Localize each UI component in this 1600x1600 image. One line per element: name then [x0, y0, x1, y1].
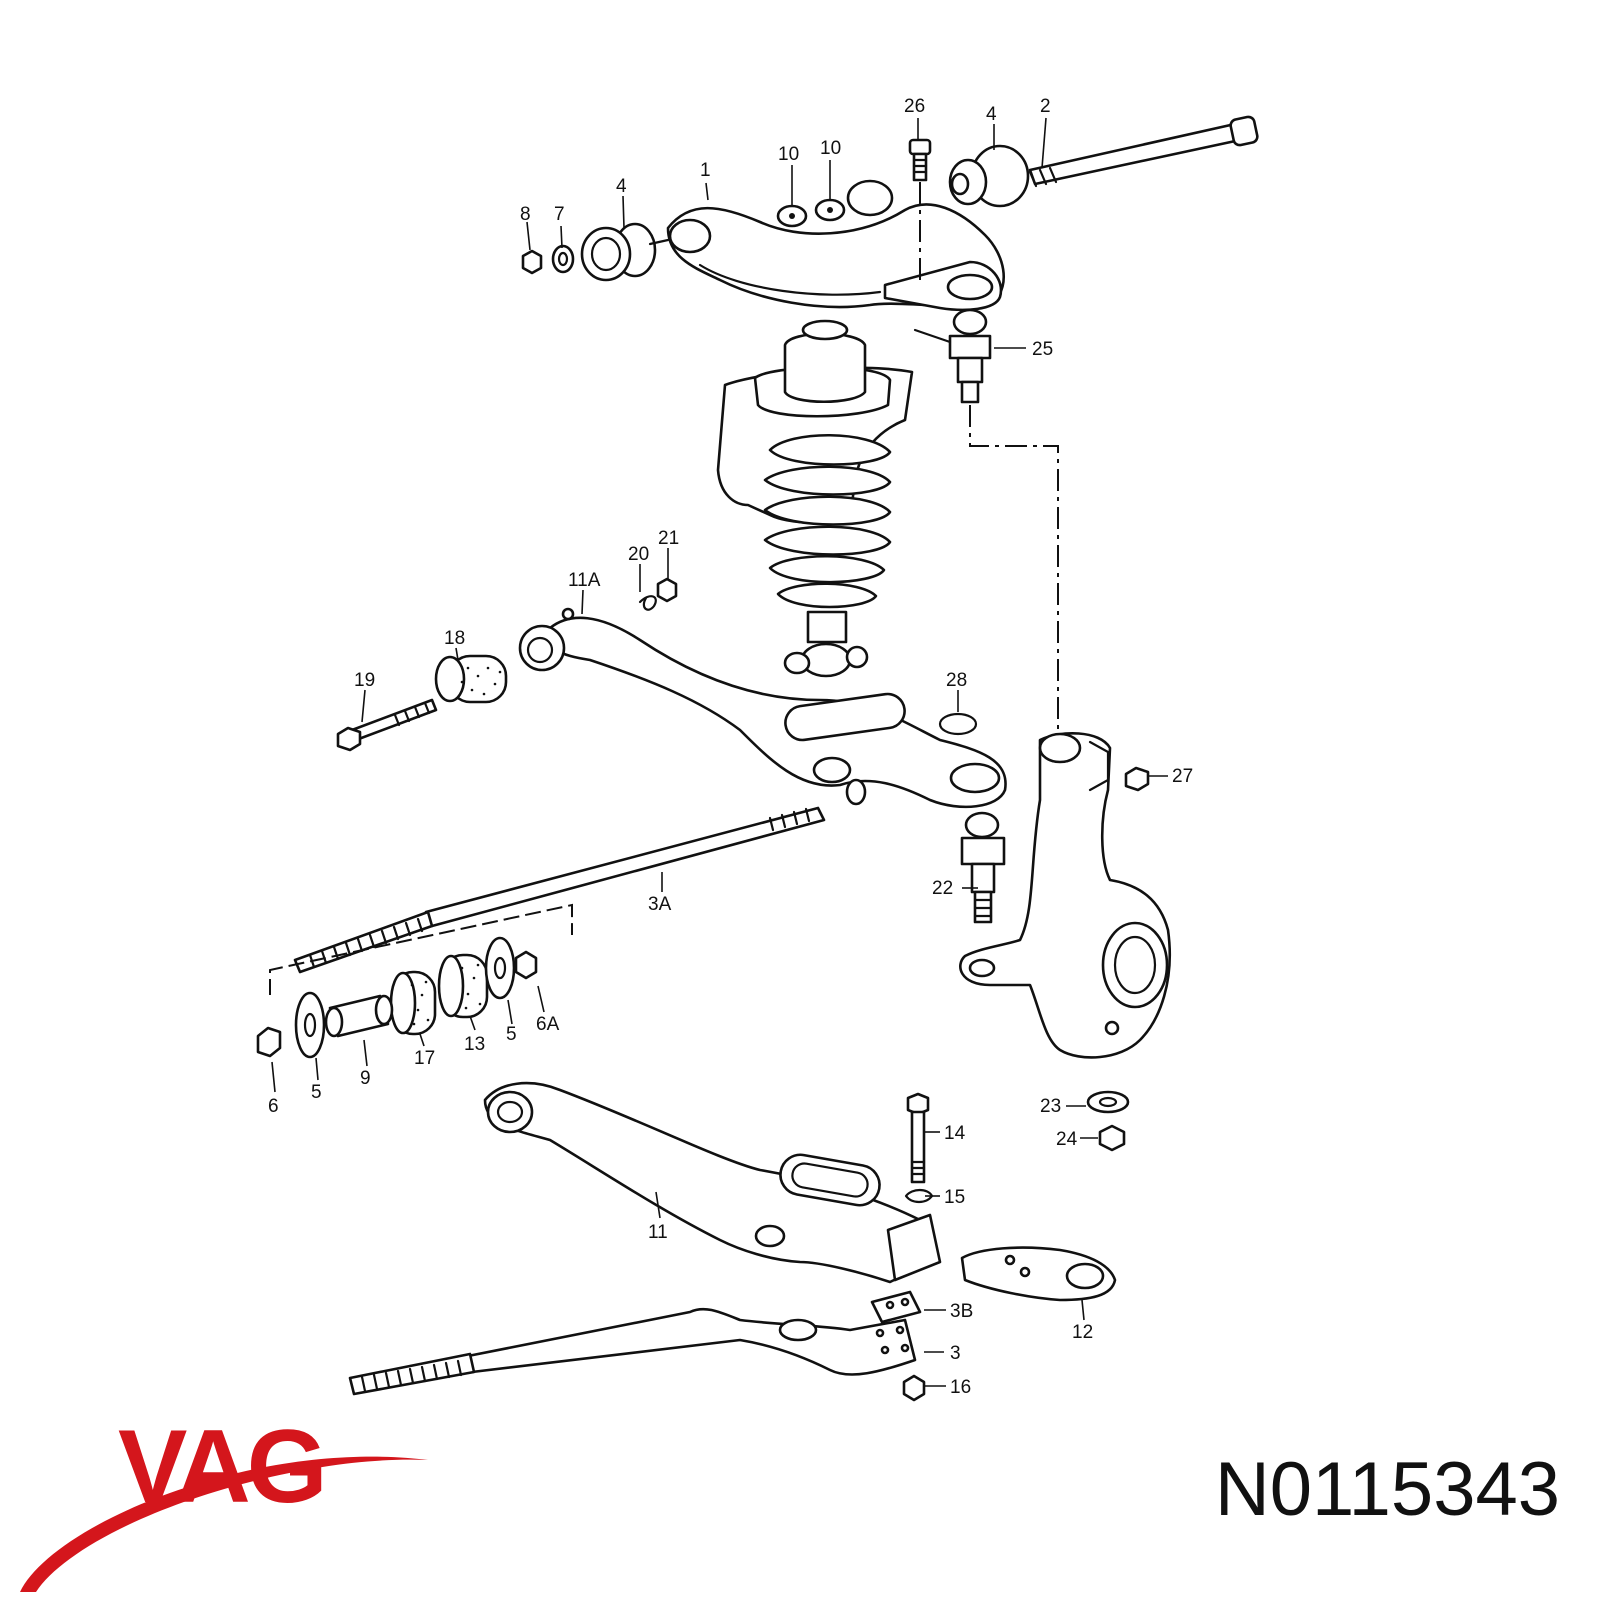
nut-6 [256, 1026, 282, 1058]
nut-16 [902, 1374, 926, 1402]
callout-27: 27 [1172, 766, 1193, 787]
vag-logo-swoosh [20, 1456, 428, 1592]
brand-logo: VAG [118, 1409, 328, 1525]
callout-16: 16 [950, 1377, 971, 1398]
nut-6A [514, 950, 538, 980]
callout-3: 3 [950, 1343, 961, 1364]
callout-24: 24 [1056, 1129, 1078, 1150]
nut-27 [1124, 766, 1150, 792]
washers-10 [776, 198, 846, 228]
tie-rod-3 [348, 1307, 917, 1396]
callout-17: 17 [414, 1048, 435, 1069]
callout-22: 22 [932, 878, 953, 899]
callout-23: 23 [1040, 1096, 1061, 1117]
callout-20: 20 [628, 544, 649, 565]
callout-2: 2 [1040, 96, 1051, 117]
callout-9: 9 [360, 1068, 371, 1089]
callout-10-left: 10 [778, 144, 799, 165]
callout-labels: 1 2 4 26 10 10 4 7 8 25 11A 20 21 18 19 … [268, 96, 1193, 1398]
snap-ring-28 [938, 712, 978, 736]
callout-1: 1 [700, 160, 711, 181]
nut-21 [656, 577, 678, 603]
nut-24 [1098, 1124, 1126, 1152]
lower-control-arm-11A [518, 607, 1007, 809]
bushing-13 [437, 953, 489, 1019]
callout-28: 28 [946, 670, 967, 691]
ball-joint-25 [913, 308, 992, 404]
ball-joint-22 [960, 811, 1006, 924]
bushing-4-left [580, 222, 670, 282]
sleeve-9 [324, 994, 394, 1038]
callout-6: 6 [268, 1096, 279, 1117]
callout-11A: 11A [568, 570, 601, 591]
callout-4-left: 4 [616, 176, 627, 197]
part-number: N0115343 [1214, 1447, 1560, 1532]
callout-6A: 6A [536, 1014, 560, 1035]
callout-26: 26 [904, 96, 925, 117]
callout-15: 15 [944, 1187, 965, 1208]
callout-3A: 3A [648, 894, 672, 915]
assembly-line-25 [969, 405, 1059, 770]
bolt-19 [336, 698, 438, 752]
callout-7: 7 [554, 204, 565, 225]
steering-knuckle [959, 732, 1172, 1059]
cotter-pin-20 [638, 595, 657, 611]
callout-21: 21 [658, 528, 679, 549]
nut-8 [521, 249, 543, 275]
bolt-26 [908, 138, 932, 182]
callout-14: 14 [944, 1123, 966, 1144]
callout-19: 19 [354, 670, 375, 691]
bolt-14 [906, 1092, 930, 1184]
lower-control-arm-11 [483, 1081, 942, 1284]
callout-4-right: 4 [986, 104, 997, 125]
coil-spring-strut [716, 319, 914, 678]
callout-11: 11 [648, 1222, 668, 1243]
callout-5-left: 5 [311, 1082, 322, 1103]
callout-18: 18 [444, 628, 465, 649]
leader-lines [271, 117, 1168, 1387]
callout-13: 13 [464, 1034, 485, 1055]
long-bolt-2 [1028, 115, 1259, 188]
washer-5-right [484, 936, 516, 1000]
plate-3B [870, 1290, 922, 1324]
washer-7 [551, 244, 575, 274]
callout-10-right: 10 [820, 138, 841, 159]
bushing-4-right [948, 144, 1030, 208]
callout-8: 8 [520, 204, 531, 225]
callout-12: 12 [1072, 1322, 1093, 1343]
washer-23 [1086, 1090, 1130, 1114]
bracket-plate-12 [960, 1246, 1117, 1302]
callout-25: 25 [1032, 339, 1053, 360]
bushing-18 [434, 654, 508, 704]
washer-5-left [294, 991, 326, 1059]
tie-rod-3A [293, 806, 826, 974]
callout-3B: 3B [950, 1301, 973, 1322]
kit-bracket [269, 903, 573, 995]
bushing-17 [389, 970, 437, 1036]
callout-5-right: 5 [506, 1024, 517, 1045]
